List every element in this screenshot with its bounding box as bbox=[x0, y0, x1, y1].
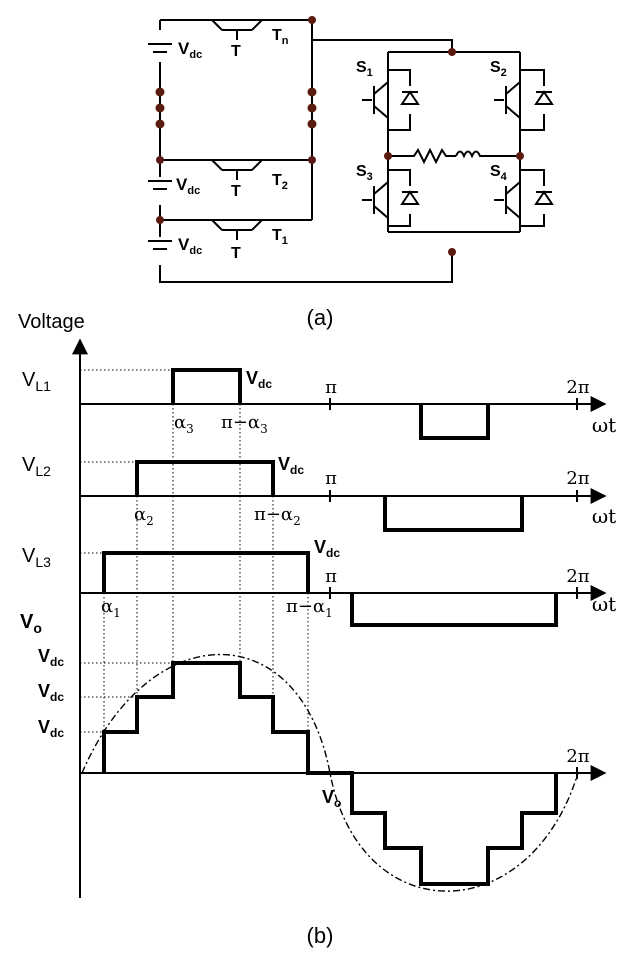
switch-body-label-1: T bbox=[231, 245, 241, 262]
pulse-train-l2 bbox=[135, 460, 524, 532]
alpha-label-l1: α3 bbox=[174, 412, 194, 436]
switch-tn bbox=[211, 19, 263, 40]
caption-b: (b) bbox=[307, 923, 334, 948]
top-wire bbox=[160, 19, 453, 52]
h-bridge: S1 S2 S3 S4 bbox=[356, 51, 554, 233]
source-label-1: Vdc bbox=[178, 235, 202, 257]
step-vdc-label-1: Vdc bbox=[38, 717, 64, 740]
pi-minus-label-l2: π−α2 bbox=[254, 504, 301, 528]
caption-a: (a) bbox=[307, 305, 334, 330]
two-pi-label-l1: 2π bbox=[566, 377, 589, 398]
pulse-vdc-l2: Vdc bbox=[278, 454, 304, 477]
switch-t1 bbox=[211, 219, 263, 240]
level-label-l3: VL3 bbox=[22, 545, 51, 570]
two-pi-label-l2: 2π bbox=[566, 468, 589, 489]
dc-source-n bbox=[148, 43, 172, 53]
bridge-label-s1: S1 bbox=[356, 59, 373, 79]
igbt-s2 bbox=[494, 69, 554, 131]
two-pi-label-output: 2π bbox=[566, 746, 589, 767]
pi-label-l3: π bbox=[325, 566, 337, 587]
pulse-vdc-l3: Vdc bbox=[314, 537, 340, 560]
y-axis-title: Voltage bbox=[18, 311, 85, 333]
switch-body-label-n: T bbox=[231, 43, 241, 60]
level-label-l2: VL2 bbox=[22, 454, 51, 479]
junction-dots bbox=[156, 16, 524, 256]
dc-source-1 bbox=[148, 240, 172, 250]
switch-t2 bbox=[211, 159, 263, 180]
staircase-output bbox=[102, 661, 558, 886]
dc-source-2 bbox=[148, 180, 172, 190]
bridge-label-s4: S4 bbox=[490, 163, 508, 183]
load-resistor bbox=[388, 147, 456, 165]
pulse-vdc-l1: Vdc bbox=[246, 368, 272, 391]
pi-label-l1: π bbox=[325, 377, 337, 398]
pulse-train-l1 bbox=[171, 368, 490, 440]
fundamental-sine bbox=[81, 653, 579, 892]
two-pi-label-l3: 2π bbox=[566, 566, 589, 587]
period-ticks bbox=[329, 398, 578, 779]
pi-minus-label-l3: π−α1 bbox=[286, 596, 333, 620]
output-waveform-label: Vo bbox=[322, 787, 341, 810]
source-label-n: Vdc bbox=[178, 39, 202, 61]
igbt-s4 bbox=[494, 169, 554, 227]
source-label-2: Vdc bbox=[176, 175, 200, 197]
waveform-diagram: Voltage π π π 2π 2π 2π 2π ωt ωt ωt V bbox=[18, 311, 616, 948]
igbt-s3 bbox=[362, 169, 420, 227]
time-label-l3: ωt bbox=[592, 592, 616, 616]
time-label-l1: ωt bbox=[592, 413, 616, 437]
continuation-dots bbox=[155, 87, 317, 129]
switch-name-tn: Tn bbox=[272, 27, 289, 47]
pi-minus-label-l1: π−α3 bbox=[221, 412, 268, 436]
bridge-label-s3: S3 bbox=[356, 163, 373, 183]
switch-body-label-2: T bbox=[231, 183, 241, 200]
pulse-train-l3 bbox=[102, 551, 558, 627]
switch-name-t1: T1 bbox=[272, 227, 288, 247]
left-source-wire bbox=[159, 20, 453, 283]
alpha-label-l3: α1 bbox=[101, 596, 121, 620]
cell-rungs bbox=[160, 159, 312, 221]
level-guides bbox=[80, 369, 309, 733]
bridge-label-s2: S2 bbox=[490, 59, 507, 79]
switch-name-t2: T2 bbox=[272, 172, 288, 192]
igbt-s1 bbox=[362, 69, 420, 131]
step-vdc-label-3: Vdc bbox=[38, 646, 64, 669]
pi-label-l2: π bbox=[325, 468, 337, 489]
time-label-l2: ωt bbox=[592, 504, 616, 528]
load-inductor bbox=[455, 150, 520, 159]
output-axis-label: Vo bbox=[20, 611, 42, 636]
circuit-diagram: Vdc Vdc Vdc T T T Tn T2 T1 bbox=[148, 16, 554, 330]
step-vdc-label-2: Vdc bbox=[38, 681, 64, 704]
level-label-l1: VL1 bbox=[22, 369, 51, 394]
